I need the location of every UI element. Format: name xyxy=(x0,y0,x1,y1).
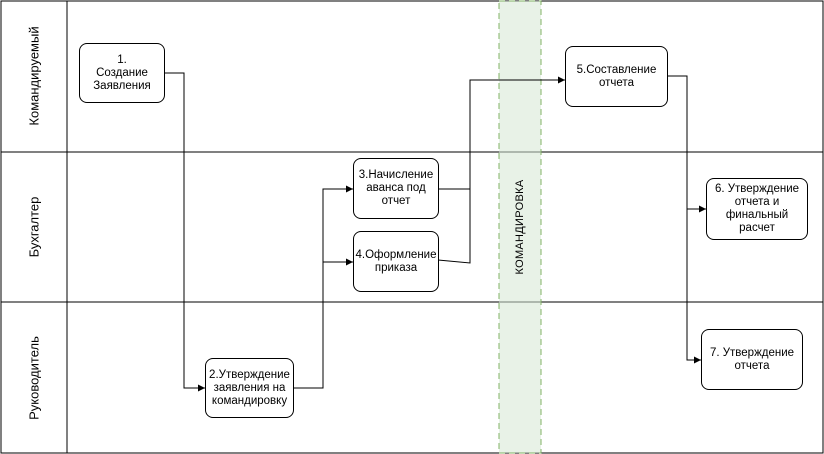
step-4-issue-order[interactable]: 4.Оформление приказа xyxy=(353,231,439,292)
step-1-text: 1. Создание Заявления xyxy=(93,53,151,92)
step-7-approve-report[interactable]: 7. Утверждение отчета xyxy=(701,329,803,390)
step-5-text: 5.Составление отчета xyxy=(576,63,657,89)
phase-band xyxy=(498,0,542,454)
step-6-approve-report-final[interactable]: 6. Утверждение отчета и финальный расчет xyxy=(706,178,808,240)
step-7-text: 7. Утверждение отчета xyxy=(709,346,795,372)
connector-5-to-7 xyxy=(686,209,701,364)
connector-4-to-5 xyxy=(437,189,471,264)
step-6-text: 6. Утверждение отчета и финальный расчет xyxy=(714,183,800,234)
step-2-approve-application[interactable]: 2.Утверждение заявления на командировку xyxy=(205,358,294,418)
connector-2-to-3 xyxy=(293,185,353,389)
connector-3-to-5 xyxy=(438,76,565,190)
step-3-advance-payment[interactable]: 3.Начисление аванса под отчет xyxy=(353,158,439,219)
step-3-text: 3.Начисление аванса под отчет xyxy=(358,169,434,207)
connector-1-to-2 xyxy=(164,72,205,392)
step-4-text: 4.Оформление приказа xyxy=(355,248,437,274)
step-2-text: 2.Утверждение заявления на командировку xyxy=(209,368,290,407)
step-1-create-application[interactable]: 1. Создание Заявления xyxy=(79,43,165,103)
connector-5-to-6 xyxy=(667,75,706,213)
step-5-compose-report[interactable]: 5.Составление отчета xyxy=(565,46,668,107)
